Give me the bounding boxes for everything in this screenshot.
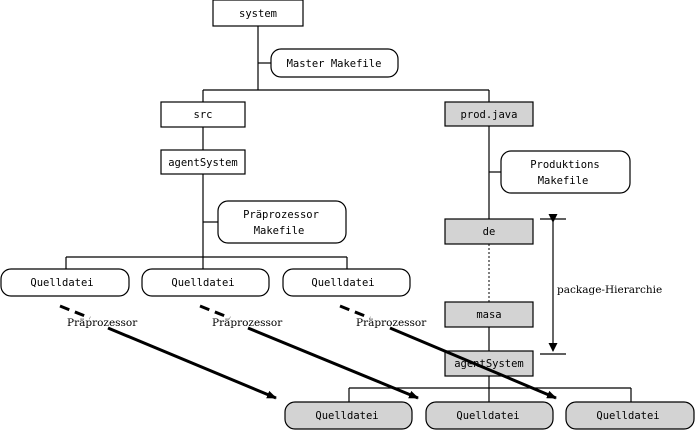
source-file-2: Quelldatei [141, 268, 270, 297]
source-file-label: Quelldatei [30, 277, 93, 289]
package-hierarchy-label: package-Hierarchie [557, 284, 662, 296]
master-makefile-node: Master Makefile [270, 48, 399, 78]
output-file-3: Quelldatei [565, 401, 695, 430]
praeprozessor-makefile-line2: Makefile [254, 225, 305, 237]
output-file-label: Quelldatei [596, 410, 659, 422]
src-node: src [160, 101, 246, 128]
output-file-2: Quelldatei [425, 401, 554, 430]
src-label: src [194, 109, 213, 121]
produktions-makefile-line2: Makefile [538, 175, 589, 187]
package-masa-label: masa [476, 309, 501, 321]
package-de-label: de [483, 226, 496, 238]
connector-lines [65, 26, 632, 402]
prod-java-node: prod.java [444, 101, 534, 127]
produktions-makefile-node: Produktions Makefile [500, 150, 631, 194]
source-file-1: Quelldatei [0, 268, 130, 297]
package-agentsystem-node: agentSystem [444, 350, 534, 377]
source-file-3: Quelldatei [282, 268, 411, 297]
prod-java-label: prod.java [461, 109, 518, 121]
system-node: system [212, 0, 304, 27]
package-hierarchy-arrow [540, 214, 566, 355]
praeprozessor-makefile-node: Präprozessor Makefile [217, 200, 347, 244]
agentsystem-src-node: agentSystem [160, 149, 246, 175]
source-file-label: Quelldatei [311, 277, 374, 289]
master-makefile-label: Master Makefile [287, 58, 382, 70]
preprocessor-label: Präprozessor [67, 317, 138, 329]
preprocessor-arrows [59, 304, 557, 400]
produktions-makefile-line1: Produktions [530, 159, 600, 171]
preprocessor-label: Präprozessor [356, 317, 427, 329]
output-file-1: Quelldatei [284, 401, 413, 430]
package-de-node: de [444, 218, 534, 245]
agentsystem-src-label: agentSystem [168, 157, 238, 169]
preprocessor-label: Präprozessor [212, 317, 283, 329]
source-file-label: Quelldatei [171, 277, 234, 289]
system-label: system [239, 8, 277, 20]
output-file-label: Quelldatei [315, 410, 378, 422]
package-masa-node: masa [444, 301, 534, 328]
output-file-label: Quelldatei [456, 410, 519, 422]
praeprozessor-makefile-line1: Präprozessor [243, 209, 319, 221]
